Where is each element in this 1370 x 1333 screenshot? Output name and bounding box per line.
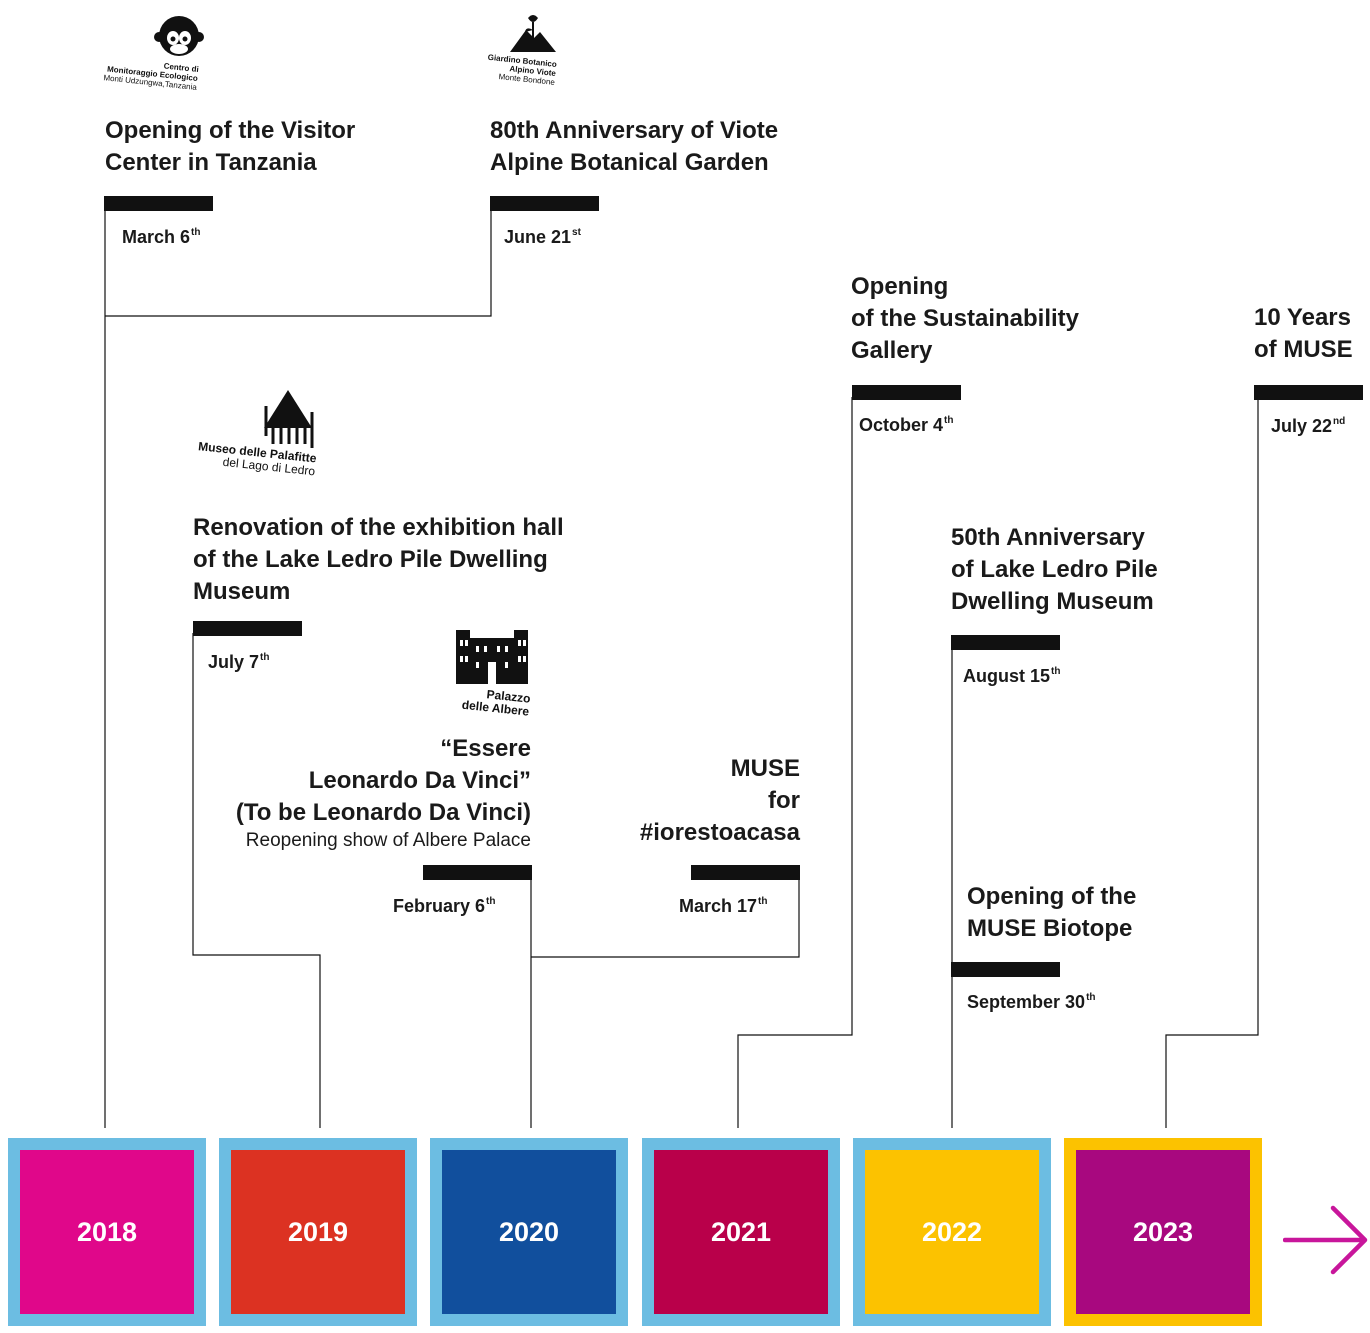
muse10-line1: 10 Years [1254, 304, 1351, 331]
event-bar-biotope [951, 962, 1060, 977]
year-label: 2023 [1076, 1150, 1250, 1314]
event-bar-sustainability [852, 385, 961, 400]
event-date-muse10: July 22nd [1271, 416, 1346, 436]
sustainability-line2: of the Sustainability [851, 305, 1080, 332]
palafitte-logo: Museo delle Palafitte del Lago di Ledro [192, 388, 317, 478]
ledro50-line1: 50th Anniversary [951, 524, 1145, 551]
event-title-iorestoacasa: MUSE for #iorestoacasa [580, 753, 800, 849]
year-box-2018[interactable]: 2018 [8, 1138, 206, 1326]
event-date-leonardo: February 6th [393, 896, 496, 916]
event-bar-tanzania [104, 196, 213, 211]
year-label: 2021 [654, 1150, 828, 1314]
event-title-sustainability: Opening of the Sustainability Gallery [851, 271, 1151, 367]
year-label: 2018 [20, 1150, 194, 1314]
year-label: 2020 [442, 1150, 616, 1314]
leonardo-line1: “Essere [440, 735, 531, 762]
pile-dwelling-icon [264, 390, 314, 448]
year-box-2019[interactable]: 2019 [219, 1138, 417, 1326]
iorestoacasa-line3: #iorestoacasa [639, 819, 800, 846]
event-title-biotope: Opening of the MUSE Biotope [967, 881, 1227, 945]
arrow-right-icon[interactable] [1283, 1200, 1369, 1280]
muse10-line2: of MUSE [1254, 336, 1353, 363]
event-bar-iorestoacasa [691, 865, 800, 880]
year-label: 2019 [231, 1150, 405, 1314]
event-title-ledro-renovation: Renovation of the exhibition hall of the… [193, 514, 564, 605]
tanzania-logo: Centro di Monitoraggio Ecologico Monti U… [102, 14, 204, 92]
year-box-2020[interactable]: 2020 [430, 1138, 628, 1326]
year-label: 2022 [865, 1150, 1039, 1314]
event-date-ledro-renovation: July 7th [208, 652, 270, 672]
event-title-leonardo: “Essere Leonardo Da Vinci” (To be Leonar… [180, 733, 531, 853]
event-bar-viote [490, 196, 599, 211]
event-title-viote: 80th Anniversary of Viote Alpine Botanic… [490, 117, 779, 176]
year-box-2022[interactable]: 2022 [853, 1138, 1051, 1326]
event-bar-ledro-renovation [193, 621, 302, 636]
year-box-2021[interactable]: 2021 [642, 1138, 840, 1326]
event-date-viote: June 21st [504, 227, 581, 247]
leonardo-line3: (To be Leonardo Da Vinci) [235, 799, 531, 826]
biotope-line2: MUSE Biotope [967, 915, 1133, 942]
albere-logo: Palazzo delle Albere [440, 626, 531, 719]
event-bar-leonardo [423, 865, 532, 880]
event-date-biotope: September 30th [967, 992, 1096, 1012]
event-date-tanzania: March 6th [122, 227, 201, 247]
event-title-tanzania: Opening of the Visitor Center in Tanzani… [105, 117, 356, 176]
event-bar-ledro-50 [951, 635, 1060, 650]
ledro50-line3: Dwelling Museum [951, 588, 1154, 615]
event-date-sustainability: October 4th [859, 415, 954, 435]
sustainability-line1: Opening [851, 273, 949, 300]
biotope-line1: Opening of the [967, 883, 1137, 910]
year-box-2023[interactable]: 2023 [1064, 1138, 1262, 1326]
palace-icon [456, 630, 528, 684]
mountain-flower-icon [510, 15, 556, 52]
event-title-muse10: 10 Years of MUSE [1254, 302, 1370, 366]
ledro50-line2: of Lake Ledro Pile [951, 556, 1158, 583]
event-date-iorestoacasa: March 17th [679, 896, 768, 916]
leonardo-line2: Leonardo Da Vinci” [308, 767, 531, 794]
event-bar-muse10 [1254, 385, 1363, 400]
iorestoacasa-line1: MUSE [730, 755, 800, 782]
iorestoacasa-line2: for [768, 787, 800, 814]
leonardo-subtitle: Reopening show of Albere Palace [245, 830, 531, 851]
event-title-ledro-50: 50th Anniversary of Lake Ledro Pile Dwel… [951, 522, 1251, 618]
sustainability-line3: Gallery [851, 337, 933, 364]
viote-logo: Giardino Botanico Alpino Viote Monte Bon… [480, 12, 557, 87]
event-date-ledro-50: August 15th [963, 666, 1061, 686]
monkey-icon [154, 16, 204, 56]
